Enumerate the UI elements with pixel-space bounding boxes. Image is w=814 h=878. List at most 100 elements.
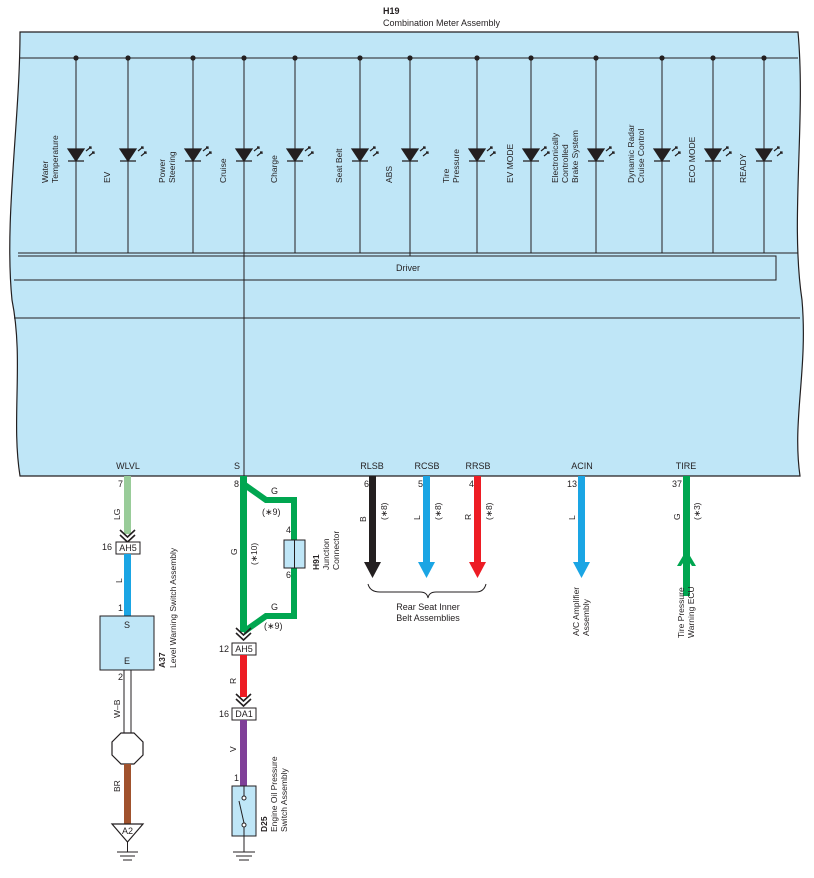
lamp-label: Charge <box>269 155 279 183</box>
arrow-rlsb <box>364 562 381 578</box>
pin-a37-e: 2 <box>118 672 123 682</box>
indicator-lamp: Charge <box>269 55 314 253</box>
connector-a2: A2 <box>122 826 133 836</box>
light-emission-icon <box>85 146 95 157</box>
connector-da1: DA1 <box>235 709 253 719</box>
lamp-label: READY <box>738 153 748 183</box>
lamp-label: Cruise Control <box>636 129 646 183</box>
ground-symbol-a2 <box>117 842 138 861</box>
wire-g-tire <box>683 476 690 596</box>
led-icon <box>118 148 138 163</box>
light-emission-icon <box>605 146 615 157</box>
light-emission-icon <box>253 146 263 157</box>
d25-name-line2: Switch Assembly <box>279 767 289 832</box>
connector-chevron-da1 <box>235 693 252 708</box>
tire-ecu-name-line2: Warning ECU <box>686 586 696 638</box>
lamp-label: ECO MODE <box>687 136 697 183</box>
terminal-wlvl: WLVL <box>116 461 140 471</box>
tire-ecu-name-line1: Tire Pressure <box>676 587 686 638</box>
indicator-lamp: ABS <box>384 55 429 253</box>
led-icon <box>521 148 541 163</box>
led-icon <box>285 148 305 163</box>
terminal-rrsb: RRSB <box>465 461 490 471</box>
lamp-label: Water <box>40 160 50 183</box>
pin-rcsb: 5 <box>418 479 423 489</box>
wire-label-l-acin: L <box>567 515 577 520</box>
arrow-rrsb <box>469 562 486 578</box>
indicator-lamp: Cruise <box>218 55 263 253</box>
lamp-label: Temperature <box>50 135 60 183</box>
a37-switch-body <box>99 615 155 671</box>
wire-label-b: B <box>358 516 368 522</box>
ac-amp-name-line2: Assembly <box>581 598 591 636</box>
led-icon <box>183 148 203 163</box>
wire-label-r-rrsb: R <box>463 514 473 520</box>
note-8-b: (∗8) <box>433 502 443 520</box>
wire-label-lg: LG <box>112 509 122 520</box>
driver-block <box>14 255 777 281</box>
indicator-lamp: EV <box>102 55 147 253</box>
d25-name-line1: Engine Oil Pressure <box>269 756 279 832</box>
lamp-label: Steering <box>167 151 177 183</box>
wire-label-g-main: G <box>229 548 239 555</box>
a37-id: A37 <box>157 652 167 668</box>
note-9-bot: (∗9) <box>264 621 283 631</box>
light-emission-icon <box>722 146 732 157</box>
connector-ah5-b: AH5 <box>235 644 253 654</box>
note-9-top: (∗9) <box>262 507 281 517</box>
rear-seat-name-line1: Rear Seat Inner <box>396 602 460 612</box>
connector-a2-triangle <box>110 823 145 843</box>
connector-ah5-a: AH5 <box>119 543 137 553</box>
led-icon <box>467 148 487 163</box>
led-icon <box>66 148 86 163</box>
wire-label-g-bot: G <box>271 602 278 612</box>
wire-g-loop <box>241 481 297 540</box>
led-icon <box>703 148 723 163</box>
indicator-lamp: READY <box>738 55 783 253</box>
wire-g-main <box>240 476 247 632</box>
wire-label-g-tire: G <box>672 513 682 520</box>
terminal-tire: TIRE <box>676 461 697 471</box>
h91-id: H91 <box>311 554 321 570</box>
wire-wb <box>123 669 132 735</box>
pin-h91-top: 4 <box>286 525 291 535</box>
led-icon <box>234 148 254 163</box>
meter-id: H19 <box>383 6 400 16</box>
pin-da1: 16 <box>219 709 229 719</box>
wire-l-acin <box>578 476 585 566</box>
h91-name-line1: Junction <box>321 538 331 570</box>
note-3: (∗3) <box>692 502 702 520</box>
lamp-label: ABS <box>384 166 394 183</box>
h91-name-line2: Connector <box>331 531 341 570</box>
lamp-label: Electronically <box>550 132 560 183</box>
note-8-a: (∗8) <box>379 502 389 520</box>
lamp-label: Power <box>157 159 167 183</box>
pin-s: 8 <box>234 479 239 489</box>
pin-d25: 1 <box>234 773 239 783</box>
d25-id: D25 <box>259 816 269 832</box>
indicator-lamp: ECO MODE <box>687 55 732 253</box>
lamp-label: Cruise <box>218 158 228 183</box>
led-icon <box>350 148 370 163</box>
indicator-lamp: Seat Belt <box>334 55 379 253</box>
switch-contact-icon <box>238 786 247 836</box>
light-emission-icon <box>486 146 496 157</box>
light-emission-icon <box>202 146 212 157</box>
light-emission-icon <box>540 146 550 157</box>
pin-a37-s: 1 <box>118 603 123 613</box>
led-icon <box>400 148 420 163</box>
ac-amp-name-line1: A/C Amplifier <box>571 587 581 636</box>
arrow-rcsb <box>418 562 435 578</box>
wire-label-g-top: G <box>271 486 278 496</box>
wire-label-wb: W–B <box>112 699 122 718</box>
rear-seat-brace <box>367 583 487 599</box>
wire-b-rlsb <box>369 476 376 566</box>
wire-l-rcsb <box>423 476 430 566</box>
wire-label-br: BR <box>112 780 122 792</box>
pin-rlsb: 6 <box>364 479 369 489</box>
